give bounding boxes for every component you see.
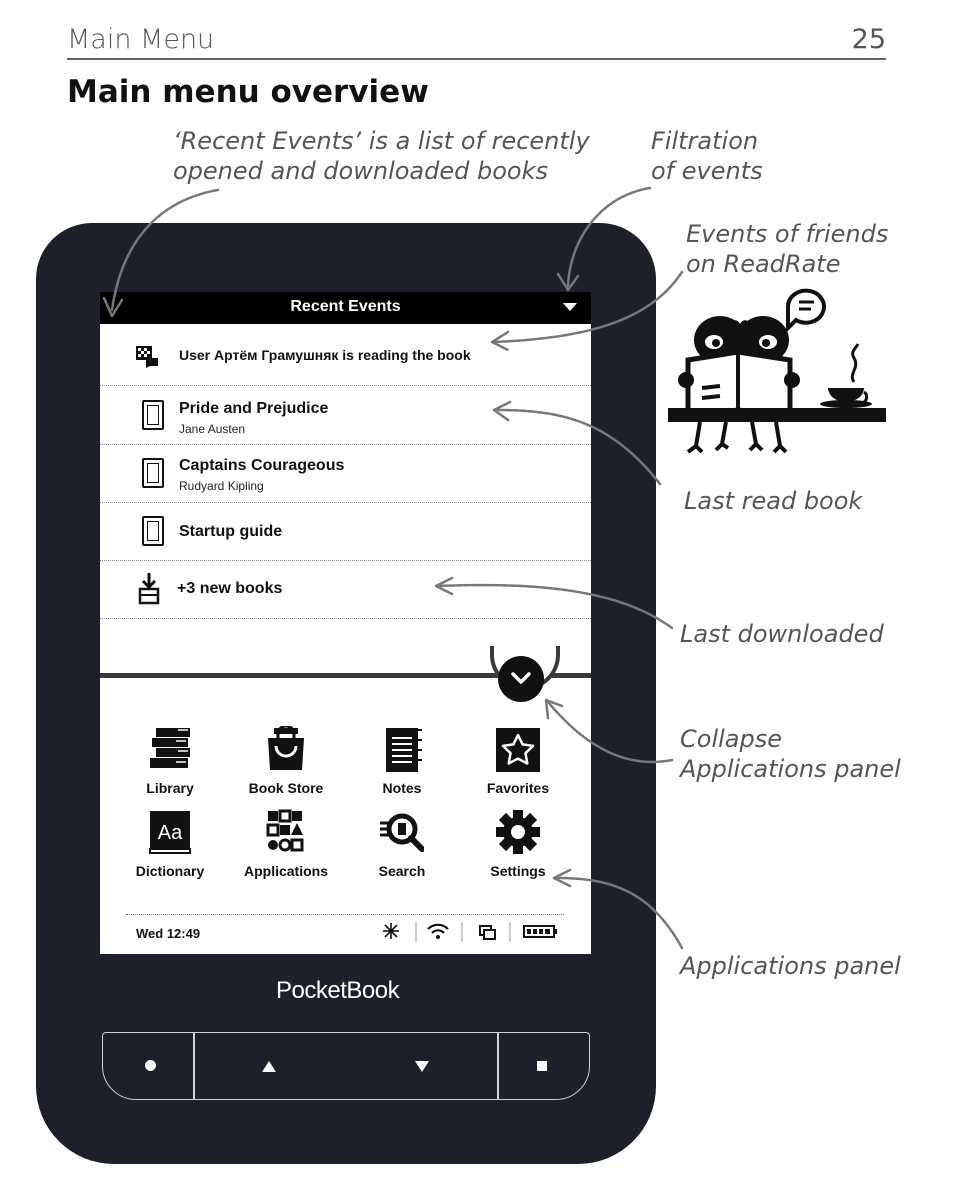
event-row-readrate[interactable]: User Артём Грамушняк is reading the book: [100, 325, 591, 386]
library-icon: [150, 728, 190, 768]
svg-text:Aa: Aa: [158, 822, 183, 844]
brightness-icon[interactable]: [383, 923, 399, 939]
event-row-book[interactable]: Pride and Prejudice Jane Austen: [100, 386, 591, 445]
button-separator: [193, 1032, 195, 1100]
book-title: Startup guide: [179, 523, 283, 540]
readrate-icon: [136, 346, 158, 368]
new-books-label: +3 new books: [177, 580, 283, 597]
book-icon: [142, 400, 164, 430]
button-separator: [497, 1032, 499, 1100]
app-favorites[interactable]: Favorites: [460, 726, 576, 796]
event-row-book[interactable]: Captains Courageous Rudyard Kipling: [100, 445, 591, 503]
battery-icon: [523, 925, 557, 938]
callout-readrate-friends: Events of friends on ReadRate: [686, 220, 889, 278]
home-button[interactable]: [102, 1032, 193, 1100]
header-rule: [67, 58, 886, 60]
app-book-store[interactable]: Book Store: [228, 724, 344, 796]
page-back-button[interactable]: [194, 1032, 346, 1100]
gear-icon: [496, 810, 540, 854]
page-forward-button[interactable]: [346, 1032, 497, 1100]
callout-applications-panel: Applications panel: [680, 952, 901, 980]
download-icon: [138, 573, 160, 605]
notes-icon: [386, 728, 422, 772]
status-clock: Wed 12:49: [136, 926, 201, 941]
wifi-icon[interactable]: [427, 923, 449, 939]
triangle-up-icon: [262, 1061, 276, 1072]
bookstore-icon: [268, 724, 304, 770]
dictionary-icon: Aa: [149, 811, 191, 854]
running-header-section: Main Menu: [67, 24, 215, 55]
book-icon: [142, 458, 164, 488]
app-label: Dictionary: [135, 863, 205, 879]
app-label: Book Store: [248, 780, 324, 796]
app-settings[interactable]: Settings: [460, 809, 576, 879]
app-label: Settings: [490, 863, 546, 879]
app-search[interactable]: Search: [344, 809, 460, 879]
recent-events-bar: Recent Events: [100, 292, 591, 324]
square-icon: [537, 1061, 547, 1071]
star-icon: [496, 728, 540, 772]
book-author: Rudyard Kipling: [179, 479, 264, 493]
app-label: Library: [146, 780, 194, 796]
app-notes[interactable]: Notes: [344, 726, 460, 796]
hardware-button-panel: [102, 1032, 590, 1100]
chevron-down-icon: [511, 672, 531, 684]
applications-panel-divider: [100, 673, 591, 678]
search-icon: [380, 813, 425, 852]
menu-button[interactable]: [498, 1032, 590, 1100]
device-brand-logo: PocketBook: [276, 977, 400, 1004]
triangle-down-icon: [415, 1061, 429, 1072]
app-dictionary[interactable]: Aa Dictionary: [112, 809, 228, 879]
app-applications[interactable]: Applications: [228, 809, 344, 879]
task-switch-icon[interactable]: [479, 925, 496, 940]
circle-icon: [145, 1060, 156, 1071]
book-title: Pride and Prejudice: [179, 400, 329, 417]
readrate-illustration: [668, 288, 886, 454]
recent-events-title: Recent Events: [290, 298, 401, 315]
page-number: 25: [851, 24, 886, 55]
callout-filtration: Filtration of events: [651, 127, 763, 185]
event-row-book[interactable]: Startup guide: [100, 503, 591, 561]
status-bar-rule: [126, 914, 564, 915]
app-label: Notes: [382, 780, 422, 796]
app-label: Applications: [243, 863, 328, 879]
collapse-panel-button[interactable]: [498, 656, 544, 702]
status-icons: [383, 922, 557, 942]
filter-dropdown-icon[interactable]: [563, 303, 577, 311]
book-author: Jane Austen: [179, 422, 246, 436]
book-title: Captains Courageous: [179, 457, 345, 474]
app-label: Favorites: [486, 780, 550, 796]
callout-recent-events: ‘Recent Events’ is a list of recently op…: [173, 127, 590, 185]
page-title: Main menu overview: [67, 74, 429, 110]
event-row-downloads[interactable]: +3 new books: [100, 561, 591, 619]
callout-last-read: Last read book: [684, 487, 863, 515]
applications-icon: [266, 809, 304, 852]
callout-last-downloaded: Last downloaded: [680, 620, 884, 648]
callout-collapse: Collapse Applications panel: [680, 725, 901, 783]
event-title: User Артём Грамушняк is reading the book: [179, 347, 471, 363]
app-library[interactable]: Library: [112, 726, 228, 796]
book-icon: [142, 516, 164, 546]
app-label: Search: [378, 863, 426, 879]
